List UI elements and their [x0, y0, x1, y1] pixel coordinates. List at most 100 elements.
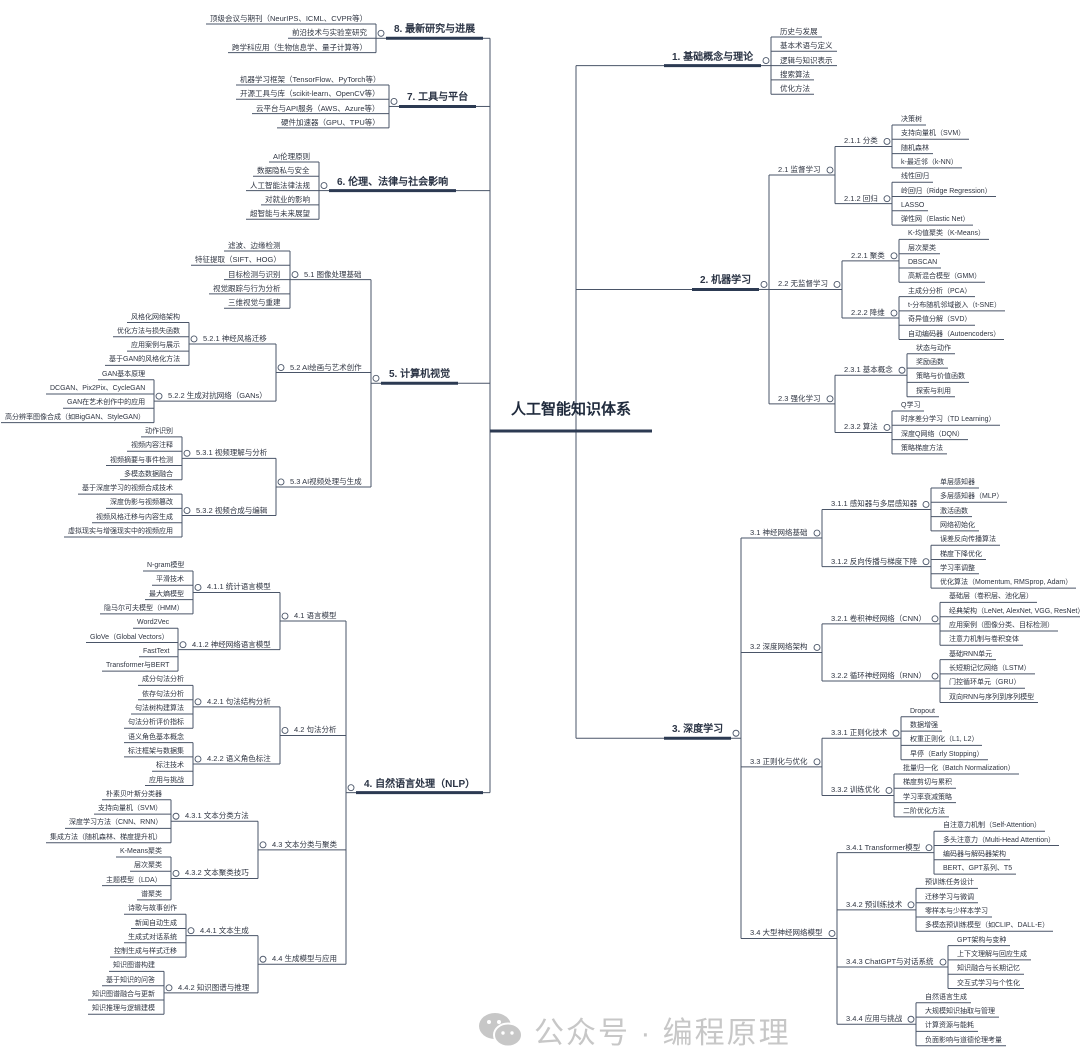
main-topic[interactable]: 8. 最新研究与进展	[394, 24, 476, 36]
subtopic[interactable]: 3.1.2 反向传播与梯度下降	[831, 556, 918, 566]
collapse-toggle-icon[interactable]	[259, 955, 267, 963]
leaf-topic[interactable]: DBSCAN	[908, 259, 938, 266]
subtopic[interactable]: 3.4.1 Transformer模型	[846, 842, 921, 852]
leaf-topic[interactable]: 句法树构建算法	[135, 705, 184, 712]
leaf-topic[interactable]: 人工智能法律法规	[250, 180, 310, 190]
leaf-topic[interactable]: 超智能与未来展望	[250, 209, 310, 219]
leaf-topic[interactable]: 预训练任务设计	[925, 879, 974, 887]
subtopic[interactable]: 2.2.2 降维	[851, 308, 885, 318]
collapse-toggle-icon[interactable]	[922, 501, 930, 508]
leaf-topic[interactable]: 集成方法（随机森林、梯度提升机）	[50, 833, 162, 841]
main-topic[interactable]: 6. 伦理、法律与社会影响	[337, 176, 449, 188]
leaf-topic[interactable]: 特征提取（SIFT、HOG）	[195, 255, 281, 265]
leaf-topic[interactable]: 主题模型（LDA）	[106, 876, 162, 884]
leaf-topic[interactable]: 知识融合与长期记忆	[957, 965, 1020, 973]
subtopic[interactable]: 3.2 深度网络架构	[750, 642, 808, 652]
collapse-toggle-icon[interactable]	[183, 449, 191, 457]
leaf-topic[interactable]: 奖励函数	[916, 359, 944, 367]
collapse-toggle-icon[interactable]	[813, 758, 821, 766]
leaf-topic[interactable]: 深度学习方法（CNN、RNN）	[69, 819, 163, 827]
collapse-toggle-icon[interactable]	[179, 641, 187, 649]
leaf-topic[interactable]: 迁移学习与微调	[925, 893, 974, 901]
leaf-topic[interactable]: 负面影响与道德伦理考量	[925, 1036, 1002, 1044]
subtopic[interactable]: 3.4.2 预训练技术	[846, 899, 903, 909]
leaf-topic[interactable]: 朴素贝叶斯分类器	[106, 790, 162, 798]
main-topic[interactable]: 3. 深度学习	[672, 724, 724, 736]
subtopic[interactable]: 5.2 AI绘画与艺术创作	[290, 362, 362, 372]
leaf-topic[interactable]: Q学习	[901, 402, 921, 409]
leaf-topic[interactable]: AI伦理原则	[273, 152, 311, 161]
subtopic[interactable]: 5.3.2 视频合成与编辑	[196, 505, 268, 515]
leaf-topic[interactable]: 基于GAN的风格化方法	[109, 356, 181, 364]
leaf-topic[interactable]: 标注框架与数据集	[128, 747, 184, 755]
collapse-toggle-icon[interactable]	[885, 787, 893, 794]
subtopic[interactable]: 3.1.1 感知器与多层感知器	[831, 499, 918, 509]
leaf-topic[interactable]: 学习率调整	[940, 564, 975, 572]
main-topic[interactable]: 4. 自然语言处理（NLP）	[364, 778, 476, 790]
collapse-toggle-icon[interactable]	[898, 366, 906, 374]
leaf-topic[interactable]: 应用案例与展示	[131, 342, 180, 350]
collapse-toggle-icon[interactable]	[939, 958, 947, 966]
leaf-topic[interactable]: GAN在艺术创作中的应用	[67, 399, 146, 407]
leaf-topic[interactable]: 顶级会议与期刊（NeurIPS、ICML、CVPR等）	[210, 14, 368, 23]
collapse-toggle-icon[interactable]	[291, 271, 299, 279]
subtopic[interactable]: 3.2.2 循环神经网络（RNN）	[831, 671, 927, 681]
collapse-toggle-icon[interactable]	[762, 57, 770, 65]
subtopic[interactable]: 5.1 图像处理基础	[304, 269, 362, 279]
leaf-topic[interactable]: 成分句法分析	[142, 676, 184, 684]
leaf-topic[interactable]: 控制生成与样式迁移	[114, 948, 177, 956]
leaf-topic[interactable]: 门控循环单元（GRU）	[949, 679, 1021, 687]
collapse-toggle-icon[interactable]	[760, 281, 768, 288]
collapse-toggle-icon[interactable]	[890, 252, 898, 260]
leaf-topic[interactable]: 依存句法分析	[142, 690, 184, 698]
leaf-topic[interactable]: 知识图谱构建	[113, 962, 155, 970]
collapse-toggle-icon[interactable]	[826, 395, 834, 403]
leaf-topic[interactable]: 误差反向传播算法	[940, 536, 996, 544]
collapse-toggle-icon[interactable]	[833, 281, 841, 288]
subtopic[interactable]: 4.4 生成模型与应用	[272, 954, 338, 964]
subtopic[interactable]: 3.4.3 ChatGPT与对话系统	[846, 957, 934, 967]
leaf-topic[interactable]: k-最近邻（k-NN）	[901, 158, 958, 166]
subtopic[interactable]: 2.3 强化学习	[778, 393, 821, 403]
subtopic[interactable]: 2.3.2 算法	[844, 422, 878, 432]
leaf-topic[interactable]: GloVe（Global Vectors）	[90, 633, 169, 641]
collapse-toggle-icon[interactable]	[172, 812, 180, 820]
leaf-topic[interactable]: 单层感知器	[940, 479, 975, 486]
subtopic[interactable]: 3.3.1 正则化技术	[831, 728, 888, 738]
collapse-toggle-icon[interactable]	[907, 901, 915, 909]
collapse-toggle-icon[interactable]	[277, 478, 285, 486]
leaf-topic[interactable]: 大规模知识抽取与管理	[925, 1008, 995, 1016]
collapse-toggle-icon[interactable]	[907, 1015, 915, 1023]
leaf-topic[interactable]: 动作识别	[145, 427, 173, 435]
subtopic[interactable]: 3.4.4 应用与挑战	[846, 1014, 903, 1024]
leaf-topic[interactable]: 标注技术	[156, 762, 184, 770]
collapse-toggle-icon[interactable]	[281, 727, 289, 734]
collapse-toggle-icon[interactable]	[377, 29, 385, 37]
leaf-topic[interactable]: 数据隐私与安全	[257, 166, 310, 176]
subtopic[interactable]: 4.3.2 文本聚类技巧	[185, 868, 249, 878]
leaf-topic[interactable]: 对就业的影响	[265, 194, 310, 204]
leaf-topic[interactable]: 支持向量机（SVM）	[901, 130, 966, 138]
leaf-topic[interactable]: 知识图谱融合与更新	[92, 991, 155, 998]
leaf-topic[interactable]: N-gram模型	[147, 562, 185, 569]
leaf-topic[interactable]: 句法分析评价指标	[128, 719, 184, 727]
collapse-toggle-icon[interactable]	[931, 615, 939, 623]
subtopic[interactable]: 2.2 无监督学习	[778, 279, 829, 289]
leaf-topic[interactable]: 权重正则化（L1, L2）	[910, 736, 979, 744]
leaf-topic[interactable]: 线性回归	[901, 173, 929, 181]
collapse-toggle-icon[interactable]	[194, 755, 202, 763]
subtopic[interactable]: 4.3.1 文本分类方法	[185, 811, 249, 821]
collapse-toggle-icon[interactable]	[194, 584, 202, 591]
subtopic[interactable]: 5.2.2 生成对抗网络（GANs）	[168, 391, 267, 401]
leaf-topic[interactable]: 交互式学习与个性化	[957, 979, 1020, 987]
collapse-toggle-icon[interactable]	[183, 507, 191, 514]
leaf-topic[interactable]: 隐马尔可夫模型（HMM）	[104, 604, 184, 612]
leaf-topic[interactable]: 支持向量机（SVM）	[98, 805, 163, 813]
leaf-topic[interactable]: 高斯混合模型（GMM）	[908, 273, 982, 281]
subtopic[interactable]: 2.3.1 基本概念	[844, 365, 893, 375]
leaf-topic[interactable]: 硬件加速器（GPU、TPU等）	[281, 117, 380, 127]
subtopic[interactable]: 4.1.1 统计语言模型	[207, 582, 271, 592]
root-topic[interactable]: 人工智能知识体系	[510, 401, 631, 418]
subtopic[interactable]: 5.3 AI视频处理与生成	[290, 476, 362, 486]
collapse-toggle-icon[interactable]	[187, 927, 195, 935]
